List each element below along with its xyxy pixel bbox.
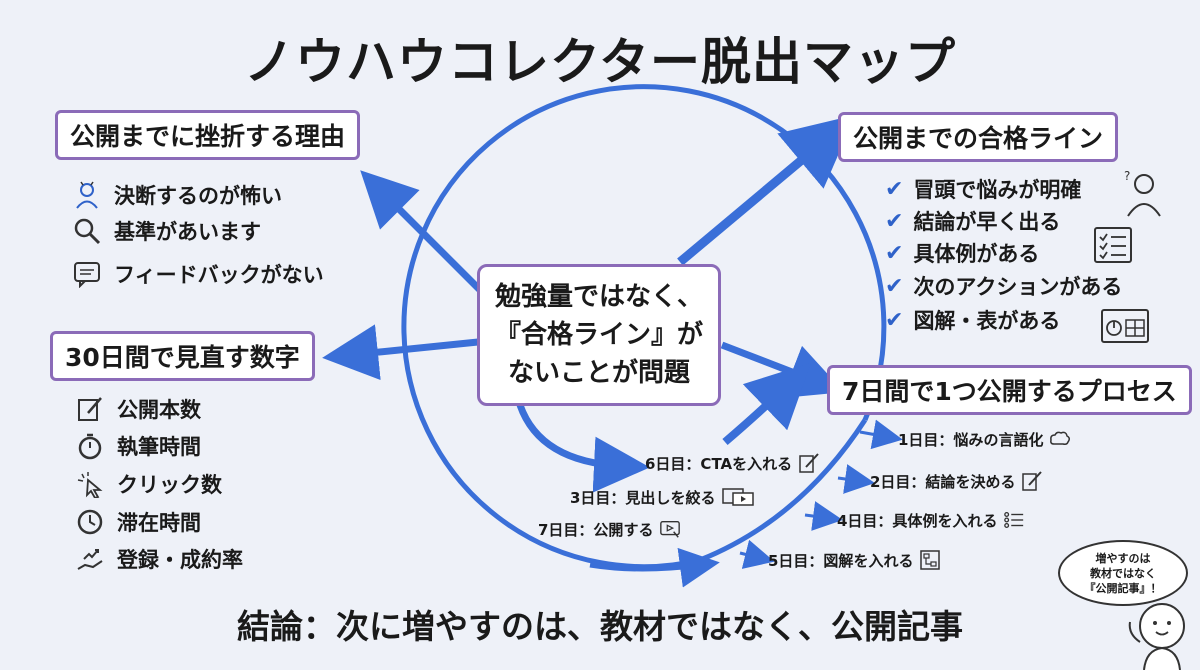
check-icon: ✔ [885, 176, 904, 202]
checklist-icon [1094, 227, 1132, 263]
core-problem-line: 『合格ライン』が [494, 320, 703, 350]
reason-label: 決断するのが怖い [114, 184, 282, 208]
list-item: フィードバックがない [72, 259, 324, 289]
diagram-icon [919, 549, 941, 571]
list-item: ✔ 図解・表がある [885, 305, 1060, 335]
magnifier-icon [72, 216, 102, 246]
arrow-step-4 [804, 501, 843, 531]
list-item: 基準があいます [72, 216, 261, 246]
criteria-label: 冒頭で悩みが明確 [913, 178, 1082, 202]
publish-icon [659, 518, 681, 540]
write-icon [1021, 470, 1043, 492]
list-item: クリック数 [75, 469, 222, 499]
step-label: 6日目：CTAを入れる [645, 454, 793, 473]
metric-label: 登録・成約率 [117, 548, 243, 572]
core-problem-line: 勉強量ではなく、 [494, 282, 703, 312]
metric-label: クリック数 [117, 473, 222, 497]
reason-label: フィードバックがない [114, 263, 324, 287]
list-item: 滞在時間 [75, 507, 201, 537]
edit-note-icon [75, 394, 105, 424]
step-item: 5日目：図解を入れる [768, 549, 941, 571]
arrow-step-2 [837, 464, 875, 494]
step-item: 2日目：結論を決める [870, 470, 1043, 492]
list-item: ✔ 次のアクションがある [885, 271, 1122, 301]
conclusion-text: 結論：次に増やすのは、教材ではなく、公開記事 [237, 607, 963, 646]
metric-label: 滞在時間 [117, 511, 201, 535]
criteria-label: 次のアクションがある [913, 275, 1123, 299]
core-problem-line: ないことが問題 [507, 358, 690, 388]
criteria-heading: 公開までの合格ライン [838, 112, 1119, 162]
list-item: 決断するのが怖い [72, 180, 282, 210]
step-label: 7日目：公開する [538, 520, 654, 539]
list-item: ✔ 具体例がある [885, 238, 1039, 268]
speech-line: 増やすのは [1095, 551, 1151, 565]
list-item: ✔ 結論が早く出る [885, 206, 1060, 236]
arrow-to-process [720, 341, 845, 399]
check-icon: ✔ [885, 208, 904, 234]
step-item: 4日目：具体例を入れる [837, 509, 1025, 531]
step-label: 2日目：結論を決める [870, 472, 1016, 491]
write-icon [798, 452, 820, 474]
character-icon [1128, 603, 1185, 670]
step-label: 1日目：悩みの言語化 [898, 430, 1044, 449]
slides-icon [721, 486, 755, 508]
step-label: 3日目：見出しを絞る [570, 488, 716, 507]
speech-line: 教材ではなく [1090, 566, 1156, 580]
list-item: ✔ 冒頭で悩みが明確 [885, 174, 1081, 204]
arrow-step-5 [739, 539, 775, 569]
metric-label: 公開本数 [117, 398, 201, 422]
check-icon: ✔ [885, 307, 904, 333]
arrow-steps-up [722, 362, 812, 446]
list-item: 公開本数 [75, 394, 201, 424]
thinking-person-icon: ? [1124, 169, 1161, 217]
chart-table-icon [1101, 309, 1149, 343]
step-item: 6日目：CTAを入れる [645, 452, 820, 474]
svg-text:?: ? [1124, 169, 1130, 183]
arrow-to-numbers [322, 324, 479, 381]
cycle-arc [401, 84, 887, 570]
check-icon: ✔ [885, 240, 904, 266]
arrow-to-steps [516, 403, 650, 493]
stopwatch-icon [75, 431, 105, 461]
step-label: 4日目：具体例を入れる [837, 511, 998, 530]
list-item: 執筆時間 [75, 431, 201, 461]
step-item: 3日目：見出しを絞る [570, 486, 755, 508]
thought-cloud-icon [1049, 428, 1071, 450]
arrow-to-reasons [360, 170, 483, 293]
speech-bubble: 増やすのは 教材ではなく 『公開記事』！ [1058, 540, 1188, 606]
criteria-label: 図解・表がある [913, 309, 1061, 333]
hand-growth-icon [75, 544, 105, 574]
speech-bubble-icon [72, 259, 102, 289]
reason-label: 基準があいます [114, 220, 261, 244]
arrow-to-criteria [677, 114, 856, 266]
metrics-heading: 30日間で見直す数字 [50, 331, 315, 381]
step-label: 5日目：図解を入れる [768, 551, 914, 570]
cycle-arrow-bottom [589, 547, 720, 588]
list-icon [1003, 509, 1025, 531]
metric-label: 執筆時間 [117, 435, 201, 459]
criteria-label: 具体例がある [913, 242, 1040, 266]
step-item: 1日目：悩みの言語化 [898, 428, 1071, 450]
cycle-tail [699, 418, 868, 563]
step-item: 7日目：公開する [538, 518, 681, 540]
arrow-step-1 [859, 419, 903, 450]
page-title: ノウハウコレクター脱出マップ [244, 33, 956, 91]
speech-line: 『公開記事』！ [1084, 581, 1162, 595]
reasons-heading: 公開までに挫折する理由 [55, 110, 361, 160]
check-icon: ✔ [885, 273, 904, 299]
worried-person-icon [72, 180, 102, 210]
process-heading: 7日間で1つ公開するプロセス [827, 365, 1192, 415]
cursor-click-icon [75, 469, 105, 499]
list-item: 登録・成約率 [75, 544, 243, 574]
core-problem-box: 勉強量ではなく、 『合格ライン』が ないことが問題 [477, 264, 721, 406]
clock-icon [75, 507, 105, 537]
criteria-label: 結論が早く出る [913, 210, 1061, 234]
